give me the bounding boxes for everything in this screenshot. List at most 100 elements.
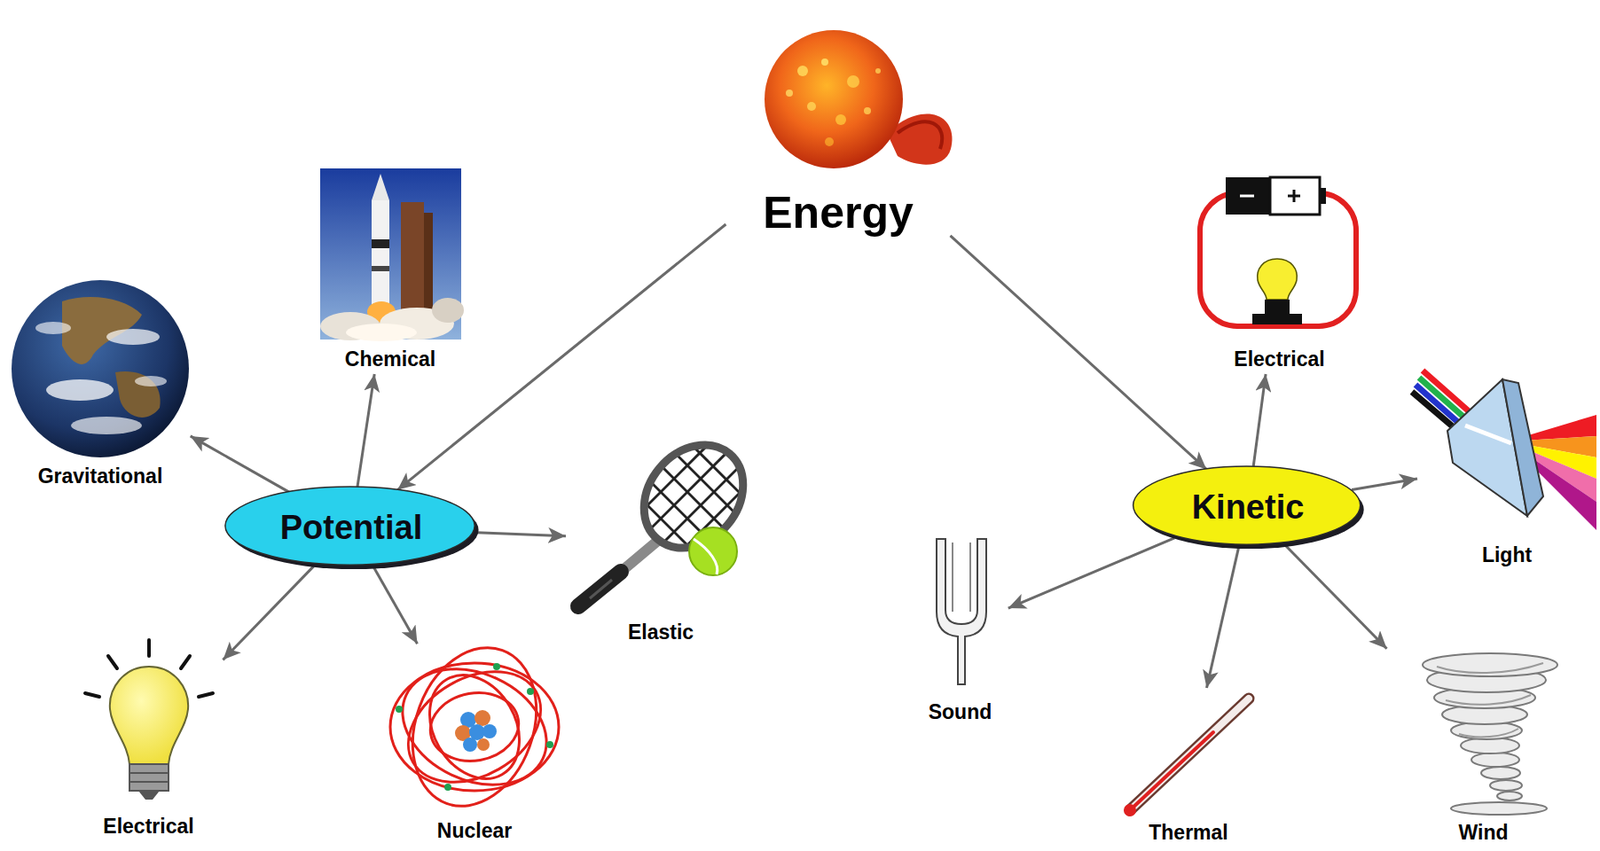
category-ellipse: Kinetic — [1130, 463, 1365, 551]
arrow-connector — [1253, 374, 1266, 467]
earth-picture — [11, 280, 189, 458]
atom-picture — [462, 737, 478, 753]
atom-picture — [474, 710, 491, 727]
form-caption: Thermal — [1148, 821, 1228, 845]
prism-spectrum — [1465, 425, 1512, 444]
atom-picture — [482, 724, 497, 739]
racket-strings — [594, 478, 746, 630]
sun-picture — [875, 68, 881, 74]
arrow-connector — [397, 224, 726, 491]
sun-picture — [824, 137, 834, 147]
form-caption: Elastic — [627, 620, 694, 644]
earth-picture — [70, 416, 142, 435]
energy-form: Sound — [913, 532, 1007, 726]
arrow-connector — [1285, 545, 1387, 650]
light-bulb — [129, 781, 169, 784]
tennis-racket — [578, 572, 621, 607]
category-label: Potential — [280, 508, 423, 548]
category-ellipse: Potential — [222, 484, 480, 572]
atom-picture — [477, 738, 490, 752]
ellipse-fill — [1133, 466, 1361, 545]
atom-picture — [444, 784, 452, 792]
racket-strings — [620, 425, 772, 577]
tornado — [1490, 780, 1522, 792]
tornado — [1422, 653, 1558, 677]
energy-form: Thermal — [1117, 690, 1260, 847]
form-caption: Gravitational — [38, 464, 164, 488]
earth-picture — [35, 321, 71, 335]
racket-strings — [643, 397, 795, 549]
atom-picture — [526, 688, 534, 696]
battery-circuit — [1257, 258, 1298, 300]
battery-circuit — [1264, 299, 1290, 314]
ellipse-fill — [225, 486, 475, 565]
energy-form: Chemical — [314, 166, 466, 373]
battery-circuit — [1293, 189, 1296, 203]
tuning-fork — [936, 539, 987, 685]
racket-strings — [611, 416, 763, 568]
arrow-connector — [1351, 478, 1418, 491]
form-caption: Electrical — [1233, 347, 1325, 371]
light-rays — [85, 693, 100, 698]
sun-picture — [863, 107, 871, 115]
light-bulb — [109, 666, 189, 765]
earth-picture — [46, 379, 114, 401]
thermometer — [1123, 698, 1249, 817]
tuning-fork — [936, 539, 987, 685]
tornado — [1458, 729, 1519, 738]
light-rays — [85, 640, 213, 698]
atom-picture — [384, 647, 566, 808]
sun-picture — [764, 30, 952, 169]
sun-picture — [764, 30, 903, 169]
arrow-connector — [190, 436, 291, 494]
rocket-photo — [345, 323, 417, 342]
thermometer — [1129, 732, 1214, 811]
battery-circuit — [1239, 195, 1255, 198]
atom-picture — [395, 705, 403, 714]
earth-picture — [106, 329, 160, 346]
tennis-racket — [589, 580, 612, 599]
sun-picture — [785, 89, 793, 97]
tornado — [1422, 653, 1558, 816]
arrow-connector — [477, 533, 567, 537]
tornado — [1445, 695, 1531, 706]
energy-form: Elastic — [567, 434, 754, 646]
battery-circuit — [1200, 177, 1357, 327]
title-label: Energy — [762, 187, 914, 239]
atom-picture — [392, 630, 558, 824]
energy-form: Gravitational — [11, 280, 189, 490]
racket-strings — [590, 386, 795, 630]
form-caption: Chemical — [345, 347, 436, 371]
form-caption: Electrical — [102, 815, 194, 839]
light-bulb — [129, 764, 169, 792]
title-node: Energy — [727, 24, 950, 243]
rocket-photo — [371, 200, 390, 307]
tornado — [1471, 752, 1520, 768]
tennis-racket — [689, 527, 738, 576]
rocket-photo — [320, 168, 464, 342]
thermometer — [1129, 698, 1249, 811]
rocket-photo — [371, 239, 390, 249]
tennis-racket — [578, 386, 795, 630]
arrow-connector — [222, 566, 314, 661]
thermometer — [1129, 698, 1249, 811]
energy-form: Electrical — [75, 634, 222, 840]
energy-form: Nuclear — [381, 645, 568, 845]
rocket-photo — [423, 212, 433, 311]
battery-circuit — [1225, 177, 1271, 215]
arrow-connector — [1207, 548, 1240, 689]
atom-picture — [493, 663, 501, 671]
earth-picture — [11, 280, 189, 458]
form-caption: Wind — [1458, 821, 1509, 845]
rocket-photo — [371, 266, 390, 272]
light-bulb — [85, 640, 213, 800]
racket-strings — [601, 400, 753, 552]
arrow-connector — [1008, 538, 1175, 609]
energy-form: Light — [1419, 359, 1595, 569]
arrow-connector — [950, 235, 1208, 471]
rocket-photo — [371, 173, 390, 201]
sun-picture — [797, 65, 808, 77]
form-caption: Nuclear — [437, 819, 512, 843]
atom-picture — [546, 741, 554, 749]
